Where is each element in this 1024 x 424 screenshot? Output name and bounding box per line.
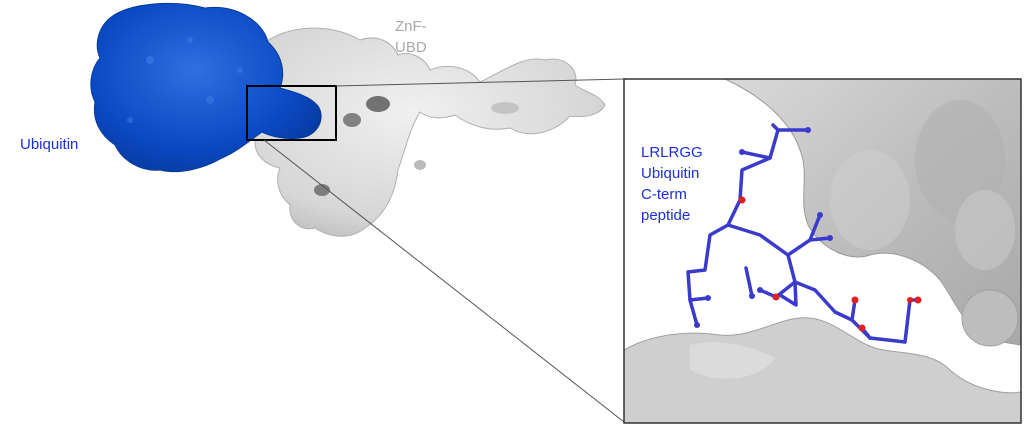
ubiquitin-label: Ubiquitin bbox=[20, 136, 79, 153]
selection-box bbox=[246, 85, 337, 141]
zoom-line-top bbox=[335, 78, 625, 87]
znf-ubd-label: ZnF- UBD bbox=[395, 16, 455, 58]
zoom-inset bbox=[624, 79, 1021, 423]
peptide-label: LRLRGG Ubiquitin C-term peptide bbox=[641, 142, 751, 226]
oxygen-atoms bbox=[738, 196, 922, 332]
zoom-line-bottom bbox=[263, 139, 625, 423]
znf-ubd-label-line2: UBD bbox=[395, 39, 427, 56]
peptide-label-line3: C-term bbox=[641, 186, 687, 203]
peptide-label-line2: Ubiquitin bbox=[641, 165, 700, 182]
nitrogen-atoms bbox=[694, 127, 833, 328]
peptide-label-line1: LRLRGG bbox=[641, 144, 703, 161]
znf-ubd-surface bbox=[252, 27, 606, 237]
zoom-inset-frame bbox=[623, 78, 1022, 424]
znf-ubd-label-line1: ZnF- bbox=[395, 18, 427, 35]
ubiquitin-surface bbox=[90, 2, 322, 173]
peptide-label-line4: peptide bbox=[641, 207, 691, 224]
